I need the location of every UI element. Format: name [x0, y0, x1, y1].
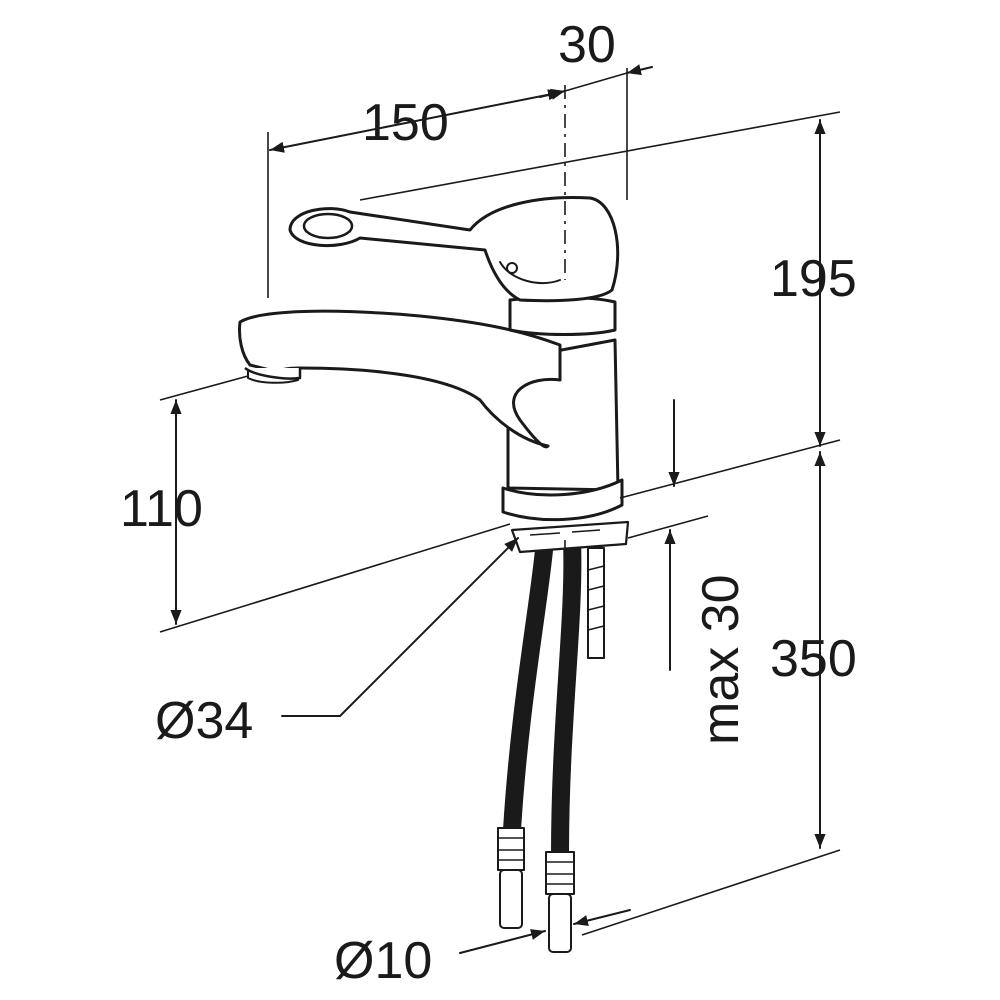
faucet-illustration	[238, 196, 630, 953]
dimension-lines	[159, 64, 841, 954]
dimension-label-spout-height: 110	[120, 480, 203, 538]
dimension-label-spout-reach: 150	[362, 94, 449, 152]
dimension-label-base-diameter: Ø34	[155, 692, 253, 750]
dimension-label-hose-length: 350	[770, 630, 857, 688]
dimension-label-counter-thickness: max 30	[692, 574, 750, 745]
supply-hoses	[497, 539, 605, 953]
dimension-label-handle-offset: 30	[558, 16, 616, 74]
dimension-label-total-height: 195	[770, 250, 857, 308]
dimension-label-hose-diameter: Ø10	[334, 932, 432, 990]
